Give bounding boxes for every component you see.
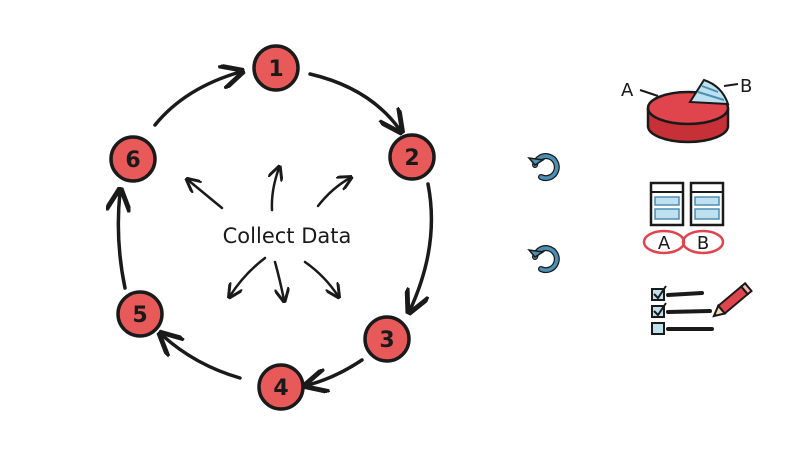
node-3-label: 3 [379, 328, 394, 353]
cycle-node-4: 4 [257, 363, 305, 411]
arrow-6-to-1 [153, 72, 240, 127]
node-2-label: 2 [404, 146, 419, 171]
pie-chart-icon [639, 78, 739, 144]
arrow-5-to-6 [118, 192, 125, 290]
checklist-icon [651, 285, 714, 335]
ray-down-right [303, 260, 338, 296]
ray-down-left [230, 256, 267, 296]
pie-label-b: B [740, 76, 752, 97]
ab-label-a: A [658, 233, 671, 254]
cycle-node-2: 2 [388, 133, 436, 181]
node-5-label: 5 [132, 303, 147, 328]
center-radiating-arrows [188, 168, 350, 300]
cycle-node-5: 5 [116, 290, 164, 338]
node-1-label: 1 [268, 57, 283, 82]
ray-up-right [316, 178, 350, 208]
ray-down [273, 260, 284, 300]
center-label: Collect Data [223, 224, 352, 248]
ray-up [272, 168, 279, 212]
node-6-label: 6 [125, 148, 140, 173]
node-4-label: 4 [273, 376, 288, 401]
ab-label-b: B [697, 233, 709, 254]
arrow-4-to-5 [162, 335, 242, 380]
ray-up-left [188, 180, 224, 210]
refresh-icon [527, 153, 560, 182]
arrow-2-to-3 [410, 182, 434, 310]
cycle-node-1: 1 [252, 44, 300, 92]
arrow-1-to-2 [308, 72, 400, 130]
pie-label-a: A [621, 80, 634, 101]
ab-test-icon [642, 181, 725, 255]
cycle-node-3: 3 [363, 315, 411, 363]
cycle-node-6: 6 [109, 135, 157, 183]
arrow-3-to-4 [308, 358, 364, 385]
pencil-icon [712, 281, 753, 318]
cycle-arrows [118, 72, 434, 385]
refresh-icon [527, 245, 560, 274]
